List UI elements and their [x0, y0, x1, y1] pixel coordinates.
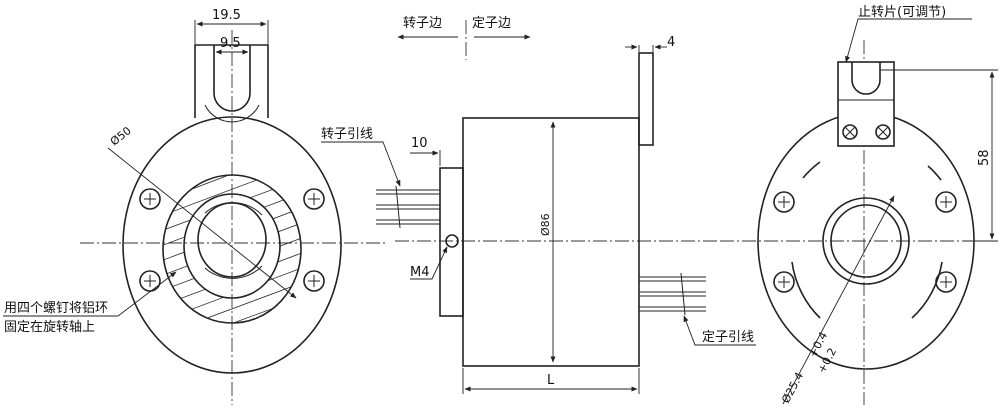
- right-screw-top-right: [935, 191, 957, 213]
- label-stop-tab: 止转片(可调节): [858, 5, 946, 20]
- dim-slot-width: 9.5: [220, 36, 241, 51]
- note-line-1: 用四个螺钉将铝环: [4, 301, 108, 316]
- label-rotor-leads: 转子引线: [321, 127, 373, 142]
- note-leader: [3, 271, 177, 317]
- dim-length: L: [547, 373, 555, 388]
- slot-bottom-left: [791, 261, 821, 319]
- label-thread: M4: [410, 265, 430, 280]
- note-line-2: 固定在旋转轴上: [4, 320, 95, 335]
- stator-tab-plate: [638, 52, 654, 146]
- rotor-leads-leader: [321, 141, 401, 187]
- aluminum-ring: [162, 174, 302, 324]
- rotor-leads: [376, 185, 440, 229]
- slip-ring-body: [462, 117, 640, 367]
- dim-body-diameter: Ø86: [539, 213, 552, 236]
- dim-tab-width: 19.5: [212, 8, 241, 23]
- left-screw-bottom-right: [303, 270, 325, 292]
- side-view: 转子边 定子边 M4 转子引线 10: [321, 16, 756, 394]
- left-view: 19.5 9.5 Ø50 用四个螺钉将铝环 固定在旋转轴上: [3, 8, 385, 405]
- bore-outer: [822, 197, 910, 285]
- stator-leads: [639, 272, 706, 316]
- dim-lead-length: 10: [411, 136, 428, 151]
- right-view: 止转片(可调节) 58 Ø25.4 +0.4 +0.2: [720, 5, 998, 405]
- inner-slot-top: [204, 202, 263, 216]
- slot-top-left: [802, 161, 821, 179]
- label-rotor-side: 转子边: [403, 16, 442, 31]
- label-stator-leads: 定子引线: [702, 330, 754, 345]
- slot-top-right: [927, 165, 942, 181]
- left-screw-top-left: [139, 188, 161, 210]
- m4-thread-hole: [445, 234, 459, 248]
- rotor-flange: [439, 167, 464, 317]
- dim-diameter-line: [107, 147, 297, 299]
- bore-inner: [830, 204, 902, 278]
- inner-slot-bottom: [204, 265, 263, 279]
- stator-leads-leader: [683, 315, 756, 346]
- right-screw-bottom-left: [773, 271, 795, 293]
- dim-diameter: Ø50: [108, 124, 134, 148]
- stop-tab-leader: [845, 18, 972, 63]
- dim-bore: Ø25.4: [779, 370, 806, 405]
- right-screw-bottom-right: [935, 271, 957, 293]
- dim-flange-thickness: 4: [667, 35, 675, 50]
- thread-leader: [410, 246, 448, 280]
- dim-tab-height: 58: [977, 149, 992, 166]
- left-screw-top-right: [303, 188, 325, 210]
- left-screw-bottom-left: [139, 270, 161, 292]
- label-stator-side: 定子边: [472, 16, 511, 31]
- slot-bottom-right: [911, 261, 943, 319]
- dim-bore-line: [782, 195, 895, 405]
- stop-tab: [837, 61, 895, 147]
- right-screw-top-left: [773, 191, 795, 213]
- mounting-tab: [194, 44, 269, 123]
- outer-flange: [122, 116, 342, 374]
